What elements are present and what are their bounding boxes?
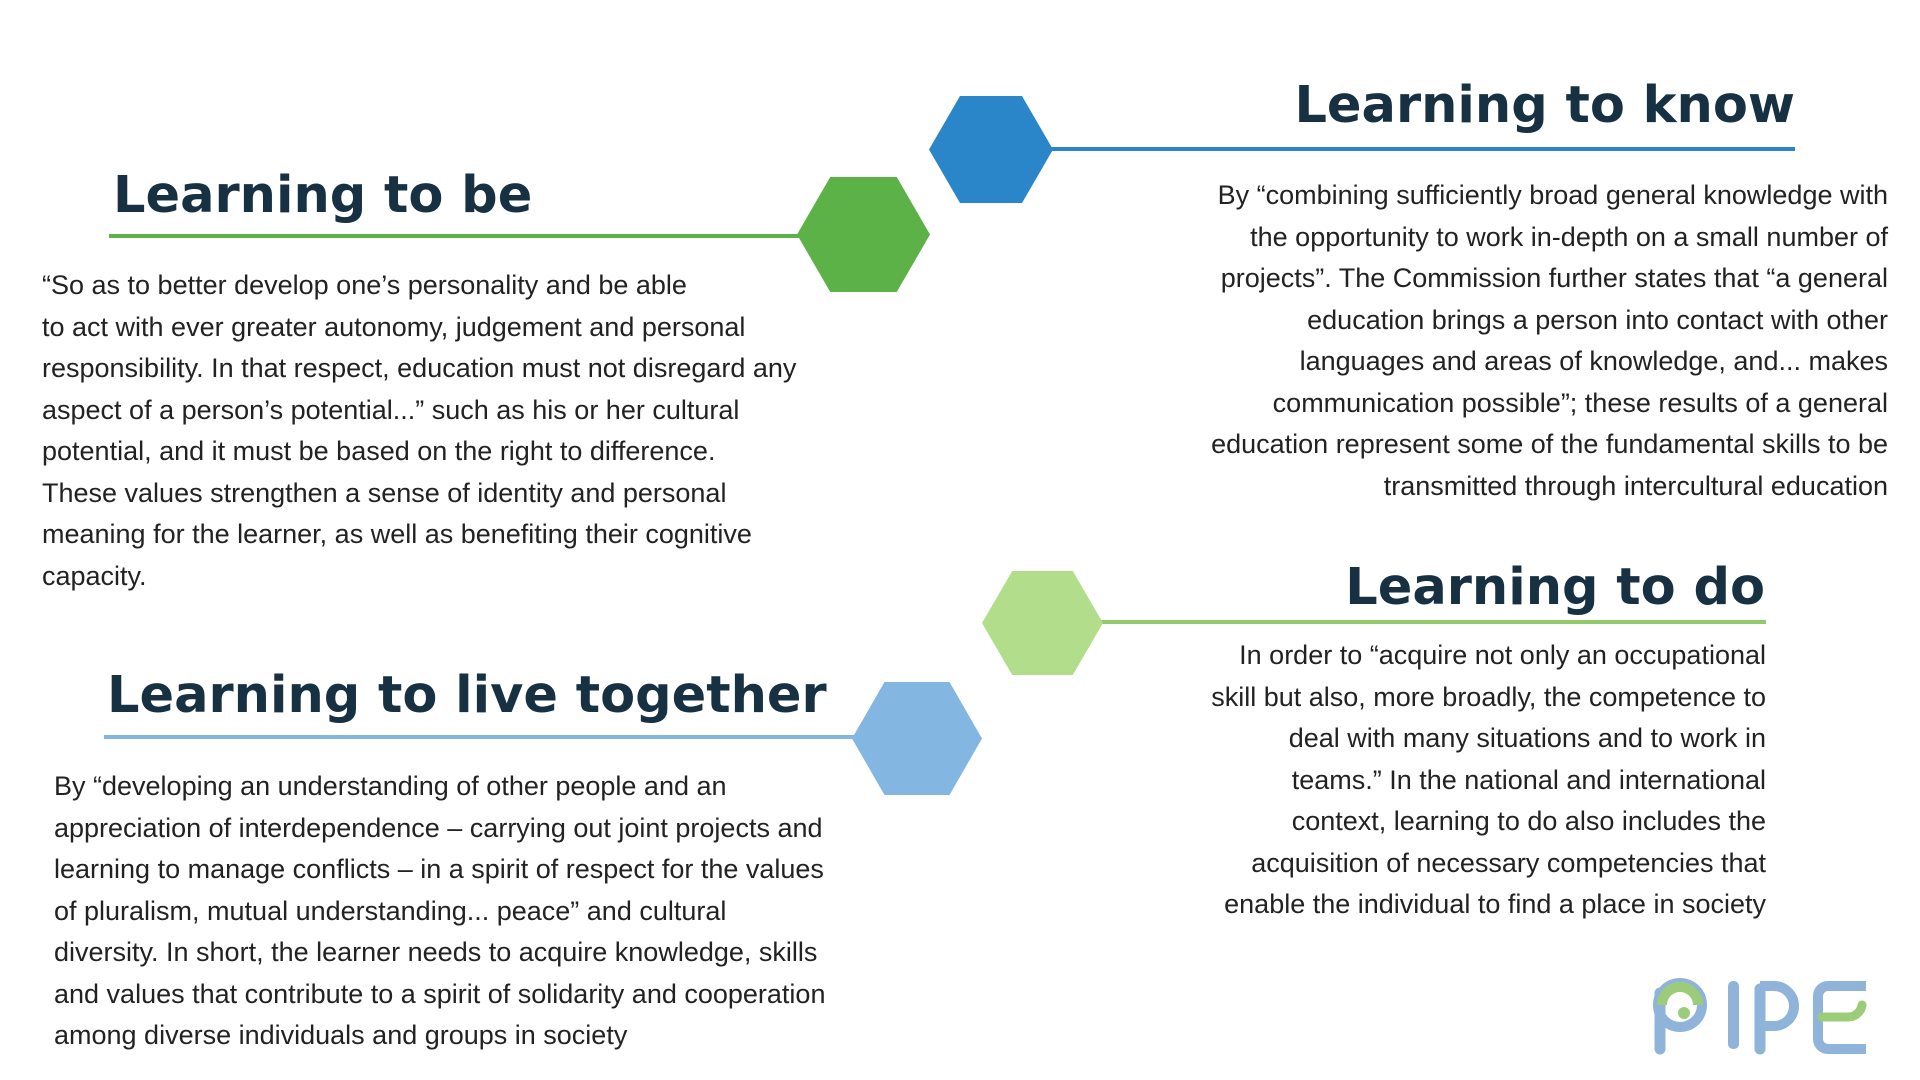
text-line: By “developing an understanding of other… — [54, 771, 727, 801]
text-line: By “combining sufficiently broad general… — [1217, 180, 1888, 210]
heading-learning-to-know: Learning to know — [1294, 76, 1795, 135]
text-line: and values that contribute to a spirit o… — [54, 978, 826, 1009]
text-line: aspect of a person’s potential...” such … — [42, 394, 740, 425]
text-line: the opportunity to work in-depth on a sm… — [1250, 221, 1888, 252]
logo-letter-p — [1754, 981, 1799, 1055]
paragraph-learning-to-live-together: By “developing an understanding of other… — [54, 766, 954, 1057]
text-line: to act with ever greater autonomy, judge… — [42, 311, 746, 342]
logo-letter-p-circle — [1653, 978, 1707, 1055]
text-line: teams.” In the national and internationa… — [1291, 764, 1766, 795]
hexagon-light-green — [982, 571, 1103, 675]
text-line: meaning for the learner, as well as bene… — [42, 519, 752, 549]
text-line: transmitted through intercultural educat… — [1383, 470, 1888, 501]
text-line: responsibility. In that respect, educati… — [42, 353, 797, 383]
divider-line-know — [1040, 147, 1795, 151]
text-line: acquisition of necessary competencies th… — [1251, 847, 1766, 878]
pipe-logo — [1653, 978, 1867, 1055]
text-line: diversity. In short, the learner needs t… — [54, 937, 818, 967]
text-line: projects”. The Commission further states… — [1220, 263, 1888, 293]
text-line: education brings a person into contact w… — [1307, 304, 1888, 335]
text-line: learning to manage conflicts – in a spir… — [54, 854, 824, 884]
hexagon-light-blue — [852, 682, 982, 795]
paragraph-learning-to-know: By “combining sufficiently broad general… — [1120, 175, 1888, 507]
text-line: enable the individual to find a place in… — [1224, 889, 1766, 919]
text-line: education represent some of the fundamen… — [1211, 429, 1888, 459]
text-line: potential, and it must be based on the r… — [42, 436, 716, 466]
logo-letter-e — [1813, 981, 1867, 1054]
text-line: context, learning to do also includes th… — [1291, 806, 1766, 836]
paragraph-learning-to-be: “So as to better develop one’s personali… — [42, 265, 902, 597]
heading-learning-to-live-together: Learning to live together — [107, 666, 827, 725]
paragraph-learning-to-do: In order to “acquire not only an occupat… — [1120, 635, 1766, 926]
hexagon-green — [797, 177, 930, 292]
divider-line-be — [109, 234, 809, 238]
text-line: capacity. — [42, 560, 147, 591]
text-line: appreciation of interdependence – carryi… — [54, 812, 823, 843]
divider-line-live — [104, 735, 864, 739]
divider-line-do — [1100, 620, 1766, 624]
text-line: skill but also, more broadly, the compet… — [1211, 681, 1766, 712]
text-line: “So as to better develop one’s personali… — [42, 270, 687, 300]
text-line: communication possible”; these results o… — [1272, 387, 1888, 418]
text-line: These values strengthen a sense of ident… — [42, 477, 727, 508]
text-line: among diverse individuals and groups in … — [54, 1020, 628, 1050]
text-line: languages and areas of knowledge, and...… — [1299, 346, 1888, 376]
text-line: of pluralism, mutual understanding... pe… — [54, 895, 727, 926]
hexagon-blue — [929, 96, 1053, 203]
heading-learning-to-do: Learning to do — [1345, 558, 1765, 617]
logo-letter-i — [1728, 981, 1739, 1049]
text-line: In order to “acquire not only an occupat… — [1239, 640, 1766, 670]
heading-learning-to-be: Learning to be — [113, 166, 533, 225]
text-line: deal with many situations and to work in — [1288, 723, 1766, 753]
